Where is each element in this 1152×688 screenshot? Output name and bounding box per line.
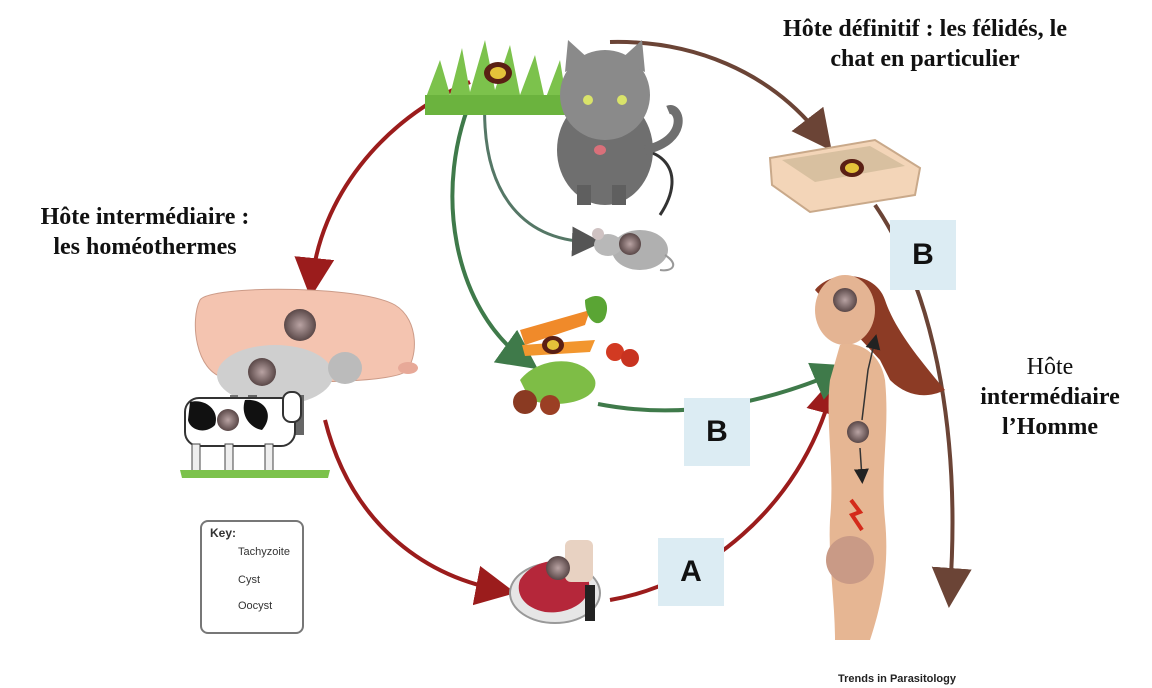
intermediate-host-label: Hôte intermédiaire : les homéothermes <box>0 202 290 262</box>
arrow-animals-to-meat <box>325 420 500 590</box>
oocyst-on-grass <box>484 62 512 84</box>
intermediate-host-line1: Hôte intermédiaire : <box>0 202 290 232</box>
source-credit: Trends in Parasitology <box>838 673 956 685</box>
definitive-host-line1: Hôte définitif : les félidés, le <box>740 14 1110 44</box>
definitive-host-label: Hôte définitif : les félidés, le chat en… <box>740 14 1110 74</box>
route-box-b-top: B <box>890 220 956 290</box>
key-title: Key: <box>210 526 236 540</box>
human-host-line2: intermédiaire <box>955 382 1145 412</box>
human-host-line1: Hôte <box>955 352 1145 382</box>
human-host-label: Hôte intermédiaire l’Homme <box>955 352 1145 442</box>
intermediate-host-line2: les homéothermes <box>0 232 290 262</box>
human-figure <box>815 275 945 640</box>
human-host-line3: l’Homme <box>955 412 1145 442</box>
key-item-oocyst: Oocyst <box>238 600 272 612</box>
arrow-grass-to-vegetables <box>452 90 525 360</box>
key-item-tachyzoite-label: Tachyzoite <box>238 546 290 558</box>
route-box-a-bottom: A <box>658 538 724 606</box>
key-legend: Key: Tachyzoite Cyst Oocyst <box>200 520 304 634</box>
key-item-cyst: Cyst <box>238 574 260 586</box>
key-item-cyst-label: Cyst <box>238 574 260 586</box>
vegetables-illustration <box>513 296 639 415</box>
meat-illustration <box>510 540 600 623</box>
mouse-illustration <box>592 228 673 270</box>
key-item-tachyzoite: Tachyzoite <box>238 546 290 558</box>
cat-illustration <box>557 40 678 205</box>
route-box-b-middle: B <box>684 398 750 466</box>
cow-illustration <box>180 392 330 478</box>
litter-box <box>770 140 920 212</box>
key-item-oocyst-label: Oocyst <box>238 600 272 612</box>
definitive-host-line2: chat en particulier <box>740 44 1110 74</box>
